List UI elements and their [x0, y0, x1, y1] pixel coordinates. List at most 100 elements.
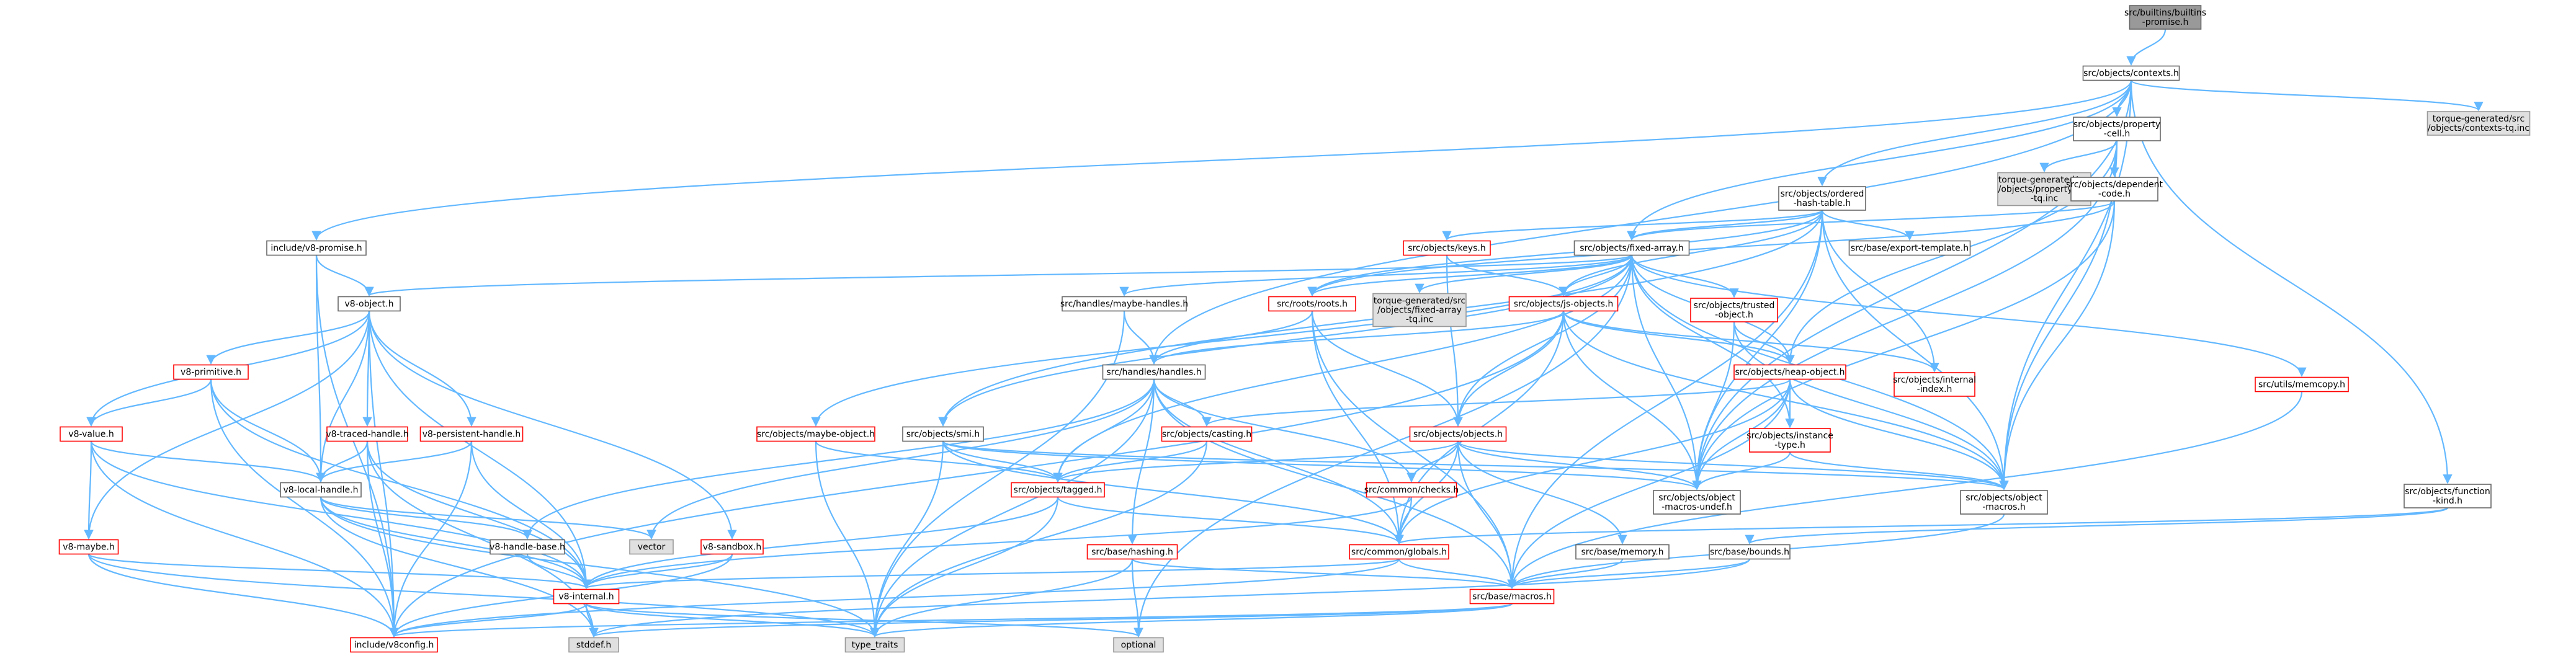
node-label: src/objects/smi.h: [906, 430, 980, 440]
node-object-macros-undef[interactable]: src/objects/object-macros-undef.h: [1653, 490, 1741, 515]
node-label: torque-generated/src: [2433, 114, 2525, 124]
node-bounds[interactable]: src/base/bounds.h: [1709, 544, 1791, 560]
node-heap-object[interactable]: src/objects/heap-object.h: [1733, 364, 1846, 380]
edge-v8_traced_handle-to-v8_local_handle: [316, 441, 369, 483]
node-layer: src/builtins/builtins-promise.hsrc/objec…: [58, 5, 2531, 653]
node-memory[interactable]: src/base/memory.h: [1575, 544, 1670, 560]
node-box: [419, 426, 524, 442]
node-box: [629, 539, 674, 555]
edge-v8_local_handle-to-vector: [320, 496, 656, 540]
node-label: src/objects/tagged.h: [1014, 486, 1102, 495]
edge-fixed_array-to-v8_object: [365, 254, 1633, 297]
edge-tagged-to-globals: [1057, 497, 1404, 545]
edge-contexts-to-handles: [1149, 80, 2132, 365]
edge-v8_primitive-to-v8_value: [86, 379, 212, 427]
edge-globals-to-macros: [1398, 559, 1517, 590]
edge-hashing-to-macros: [1131, 558, 1517, 590]
node-globals[interactable]: src/common/globals.h: [1349, 544, 1449, 560]
node-v8-primitive[interactable]: v8-primitive.h: [173, 364, 249, 380]
node-hashing[interactable]: src/base/hashing.h: [1086, 544, 1178, 560]
edge-property_cell-to-property_cell_tq: [2039, 140, 2118, 173]
edge-js_objects-to-internal_index: [1562, 311, 1939, 373]
node-box: [1113, 637, 1164, 653]
node-dependent-code[interactable]: src/objects/dependent-code.h: [2066, 177, 2163, 202]
node-v8-promise[interactable]: include/v8-promise.h: [266, 240, 367, 256]
edge-heap_object-to-casting: [1202, 378, 1791, 427]
node-objects[interactable]: src/objects/objects.h: [1409, 426, 1507, 442]
edge-js_objects-to-heap_object: [1562, 311, 1795, 365]
node-roots[interactable]: src/roots/roots.h: [1268, 296, 1356, 312]
node-v8-persistent-handle[interactable]: v8-persistent-handle.h: [419, 426, 524, 442]
node-handles[interactable]: src/handles/handles.h: [1102, 364, 1206, 380]
edge-v8_local_handle-to-v8_handle_base: [320, 497, 532, 540]
node-js-objects[interactable]: src/objects/js-objects.h: [1508, 296, 1619, 312]
node-box: [2129, 5, 2202, 30]
node-box: [60, 426, 123, 442]
node-contexts[interactable]: src/objects/contexts.h: [2082, 65, 2180, 81]
edge-v8_value-to-v8config: [90, 441, 399, 638]
edge-tagged-to-v8_internal: [581, 497, 1059, 590]
edge-roots-to-globals: [1311, 311, 1404, 545]
node-label: -cell.h: [2104, 129, 2130, 139]
node-object-macros[interactable]: src/objects/object-macros.h: [1960, 490, 2048, 515]
node-label: src/objects/object: [1966, 493, 2042, 503]
node-box: [1690, 298, 1778, 322]
node-memcopy[interactable]: src/utils/memcopy.h: [2255, 376, 2349, 393]
edge-checks-to-v8_internal: [581, 497, 1413, 590]
node-function-kind[interactable]: src/objects/function-kind.h: [2404, 484, 2492, 508]
node-instance-type[interactable]: src/objects/instance-type.h: [1746, 428, 1833, 453]
node-v8config[interactable]: include/v8config.h: [350, 637, 438, 653]
node-v8-maybe[interactable]: v8-maybe.h: [58, 539, 119, 555]
node-v8-local-handle[interactable]: v8-local-handle.h: [280, 482, 362, 498]
node-label: optional: [1121, 641, 1156, 650]
node-box: [1102, 364, 1206, 380]
node-label: stddef.h: [576, 641, 611, 650]
node-keys[interactable]: src/objects/keys.h: [1403, 240, 1491, 256]
node-maybe-object[interactable]: src/objects/maybe-object.h: [756, 426, 875, 442]
node-v8-sandbox[interactable]: v8-sandbox.h: [700, 539, 764, 555]
node-v8-internal[interactable]: v8-internal.h: [553, 588, 620, 605]
node-box: [756, 426, 875, 442]
node-box: [1268, 296, 1356, 312]
node-label: v8-handle-base.h: [490, 543, 565, 552]
edge-v8_promise-to-v8_local_handle: [315, 255, 326, 483]
node-internal-index[interactable]: src/objects/internal-index.h: [1893, 372, 1976, 397]
edge-v8_primitive-to-v8_local_handle: [210, 379, 326, 483]
node-v8-object[interactable]: v8-object.h: [338, 296, 401, 312]
node-label: src/base/bounds.h: [1710, 548, 1789, 557]
node-label: src/handles/handles.h: [1106, 368, 1201, 378]
node-maybe-handles[interactable]: src/handles/maybe-handles.h: [1060, 296, 1188, 312]
edge-contexts-to-v8_promise: [311, 80, 2132, 241]
node-v8-traced-handle[interactable]: v8-traced-handle.h: [326, 426, 409, 442]
edge-instance_type-to-object_macros_undef: [1692, 451, 1791, 490]
node-smi[interactable]: src/objects/smi.h: [902, 426, 984, 442]
edge-fixed_array-to-optional: [1134, 255, 1633, 638]
edge-tagged-to-type_traits: [870, 497, 1059, 638]
node-v8-value[interactable]: v8-value.h: [60, 426, 123, 442]
node-checks[interactable]: src/common/checks.h: [1364, 482, 1459, 498]
node-tagged[interactable]: src/objects/tagged.h: [1011, 482, 1105, 498]
node-label: -macros.h: [1982, 502, 2026, 512]
edge-v8_maybe-to-type_traits: [87, 554, 880, 638]
node-label: v8-internal.h: [558, 592, 614, 602]
node-macros[interactable]: src/base/macros.h: [1469, 588, 1555, 605]
edge-fixed_array-to-smi: [938, 255, 1633, 427]
edge-handles-to-macros: [1153, 379, 1517, 590]
node-box: [266, 240, 367, 256]
node-label: src/objects/heap-object.h: [1735, 368, 1845, 378]
node-label: src/base/hashing.h: [1091, 548, 1173, 557]
edge-ordered_hash-to-fixed_array: [1627, 210, 1823, 241]
node-export-template[interactable]: src/base/export-template.h: [1848, 240, 1971, 256]
edge-handles-to-tagged: [1053, 379, 1155, 483]
node-box: [350, 637, 438, 653]
node-fixed-array[interactable]: src/objects/fixed-array.h: [1573, 240, 1690, 256]
node-property-cell[interactable]: src/objects/property-cell.h: [2073, 117, 2161, 141]
node-trusted-object[interactable]: src/objects/trusted-object.h: [1690, 298, 1778, 322]
node-casting[interactable]: src/objects/casting.h: [1161, 426, 1253, 442]
node-label: v8-sandbox.h: [703, 543, 762, 552]
node-v8-handle-base[interactable]: v8-handle-base.h: [490, 539, 565, 555]
node-box: [338, 296, 401, 312]
node-ordered-hash[interactable]: src/objects/ordered-hash-table.h: [1778, 186, 1866, 211]
node-label: src/base/export-template.h: [1851, 244, 1969, 254]
node-label: src/objects/maybe-object.h: [757, 430, 875, 440]
